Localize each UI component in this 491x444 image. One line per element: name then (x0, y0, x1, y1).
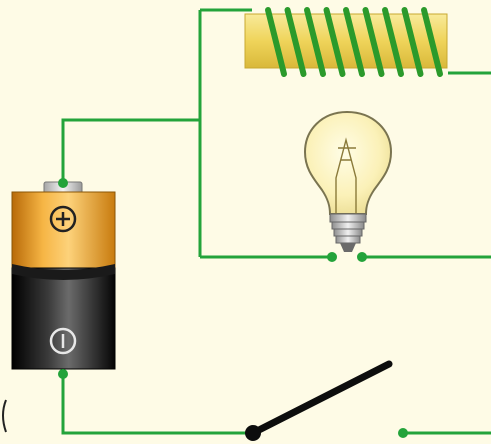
light-bulb (303, 110, 393, 252)
junction-battery-bottom (58, 369, 68, 379)
bulb-collar (329, 213, 367, 223)
minus-terminal-icon (49, 327, 77, 355)
coil-turn (304, 7, 326, 77)
junction-bulb-right (357, 252, 367, 262)
bulb-base (331, 221, 365, 244)
bulb-filament (335, 137, 357, 214)
junctions (58, 178, 367, 379)
wire-battery-top (61, 118, 200, 183)
junction-battery-top (58, 178, 68, 188)
switch-lever[interactable] (249, 360, 393, 437)
coil-turn (265, 7, 287, 77)
wires (61, 8, 491, 435)
switch-pivot (245, 425, 261, 441)
edge-mark (2, 399, 7, 433)
bulb-contact (340, 243, 356, 252)
coil-turn (284, 7, 307, 77)
coil-turn (343, 7, 365, 77)
wire-battery-bottom (61, 374, 253, 435)
coil-turn (323, 7, 346, 77)
coil (244, 7, 448, 77)
coil-turn (421, 7, 443, 77)
battery (11, 181, 116, 370)
bulb-glass (303, 110, 393, 215)
coil-turn (362, 7, 385, 77)
switch[interactable] (245, 360, 408, 441)
plus-terminal-icon (49, 205, 77, 233)
coil-turn (382, 7, 404, 77)
battery-band (12, 264, 115, 280)
switch-contact (398, 428, 408, 438)
junction-bulb-left (327, 252, 337, 262)
coil-turn (401, 7, 424, 77)
battery-body-top (11, 191, 116, 275)
coil-turns (265, 7, 443, 77)
